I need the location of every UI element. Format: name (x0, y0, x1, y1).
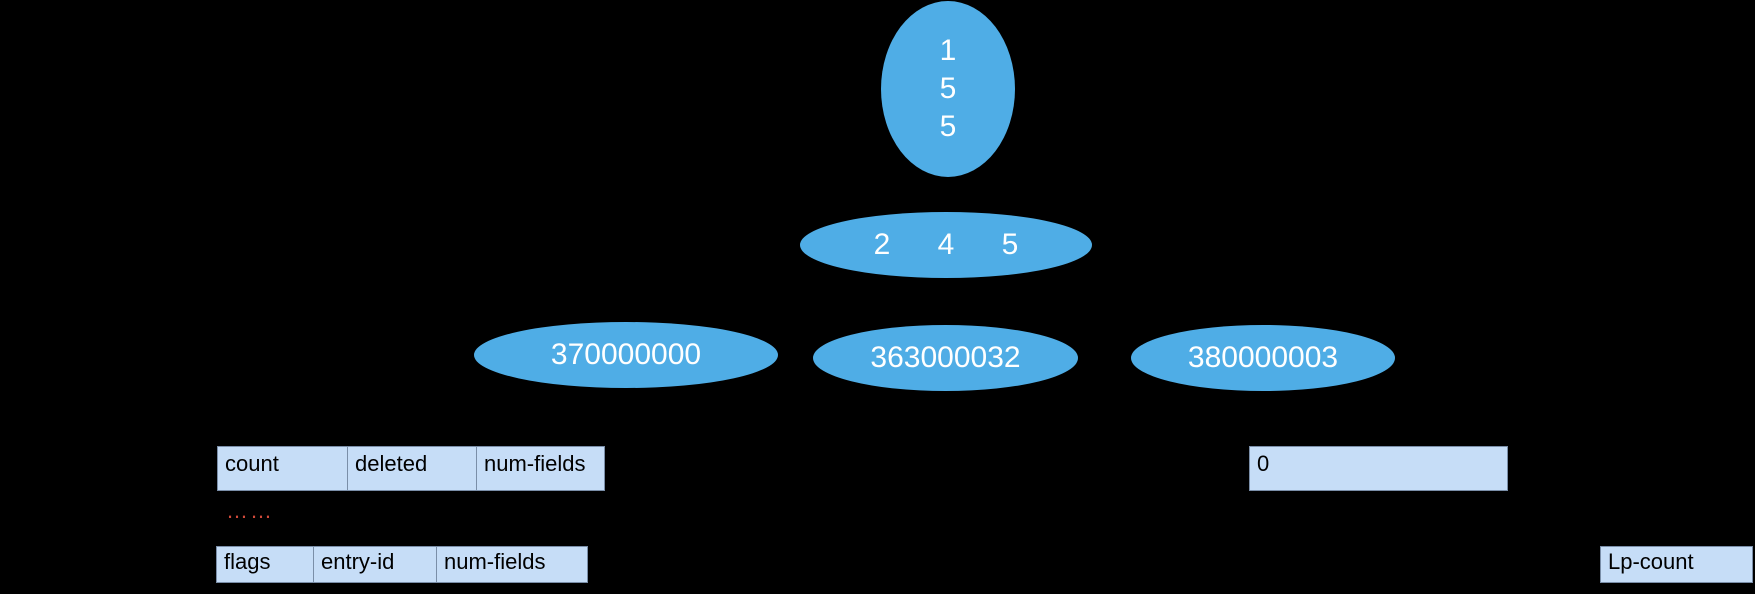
header-record: count deleted num-fields (217, 446, 605, 491)
leaf-node-label: 370000000 (550, 338, 702, 371)
root-node: 1 5 5 (881, 1, 1015, 177)
zero-record: 0 (1249, 446, 1508, 491)
leaf-node-1: 370000000 (474, 322, 778, 388)
ellipsis: …… (226, 498, 274, 523)
field-num-fields: num-fields (484, 451, 586, 476)
field-lp-count: Lp-count (1608, 549, 1694, 574)
leaf-node-3: 380000003 (1131, 325, 1395, 391)
mid-node-value: 5 (1001, 228, 1019, 261)
mid-node-value: 4 (937, 228, 955, 261)
field-count: count (218, 447, 348, 490)
field-entry-id: entry-id (314, 547, 437, 582)
lp-count-record: Lp-count (1600, 546, 1753, 583)
mid-node: 2 4 5 (800, 212, 1092, 278)
field-deleted: deleted (348, 447, 477, 490)
leaf-node-label: 363000032 (870, 341, 1021, 374)
root-node-value: 1 (939, 34, 957, 67)
root-node-value: 5 (939, 110, 957, 143)
root-node-value: 5 (939, 72, 957, 105)
leaf-node-2: 363000032 (813, 325, 1078, 391)
field-num-fields: num-fields (444, 549, 546, 574)
entry-record: flags entry-id num-fields (216, 546, 588, 583)
field-zero: 0 (1257, 451, 1270, 476)
field-flags: flags (217, 547, 314, 582)
leaf-node-label: 380000003 (1187, 341, 1339, 374)
mid-node-value: 2 (873, 228, 891, 261)
